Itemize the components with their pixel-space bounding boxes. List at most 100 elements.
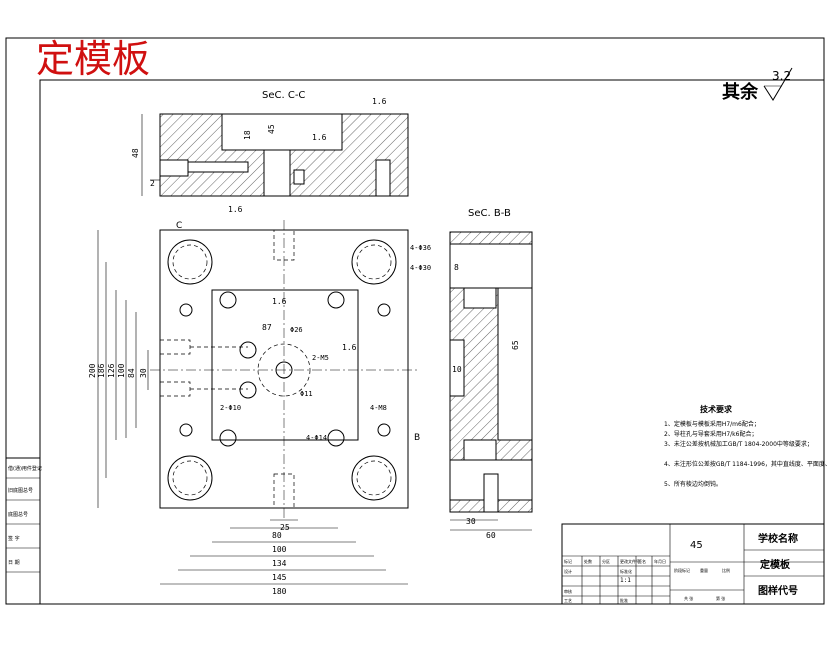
dim-25: 25 (280, 523, 290, 532)
cc-top-step (463, 287, 497, 309)
tb-label-sheet: 第 张 (716, 595, 725, 601)
bb-small-hole (293, 169, 305, 185)
dim-145: 145 (272, 573, 287, 582)
top-slot (273, 229, 295, 261)
section-mark-b: B (414, 433, 420, 443)
dim-87: 87 (262, 323, 272, 332)
screw-hole-br (327, 429, 345, 447)
hole-4phi14: 4-Φ14 (306, 434, 327, 442)
red-title: 定模板 (36, 37, 150, 81)
section-mark-c: C (176, 221, 182, 231)
rough-mark-5: 1.6 (342, 343, 357, 352)
tb-label-total: 共 张 (684, 595, 693, 601)
side-box-frame (5, 457, 41, 605)
title-block-frame (561, 523, 825, 605)
inner-frame (39, 79, 825, 605)
section-bb-label: SeC. C-C (262, 90, 305, 101)
bb-dim-2: 2 (150, 179, 155, 188)
dim-126: 126 (107, 363, 116, 378)
tb-label-scale: 比例 (722, 567, 730, 573)
tb-label-date: 年月日 (654, 558, 666, 564)
bb-sprue (263, 149, 291, 197)
cc-bottom-step (463, 439, 497, 461)
dim-100-v: 100 (117, 363, 126, 378)
side-box (5, 457, 41, 605)
tb-material: 45 (690, 540, 703, 551)
hole-2phi10: 2-Φ10 (220, 404, 241, 412)
hole-phi26: Φ26 (290, 326, 303, 334)
tech-req-4: 4、未注形位公差按GB/T 1184-1996，其中直线度、平面度、同轴度公差等… (664, 460, 830, 468)
dim-200: 200 (88, 363, 97, 378)
side-label-1: 借(通)用件登记 (8, 465, 42, 472)
guide-hole-tl (167, 239, 213, 285)
screw-hole-tl (219, 291, 237, 309)
side-channel-2 (159, 381, 191, 397)
tb-label-doc: 更改文件号 (620, 558, 640, 564)
guide-hole-br-inner (356, 460, 392, 496)
tb-label-count: 处数 (584, 558, 592, 564)
outer-frame (5, 37, 825, 605)
guide-hole-tr (351, 239, 397, 285)
side-label-5: 日 期 (8, 560, 20, 566)
tb-label-weight: 重量 (700, 567, 708, 573)
guide-hole-bl-inner (172, 460, 208, 496)
cc-dim-30: 30 (466, 517, 476, 526)
bb-dim-48: 48 (131, 148, 140, 158)
tb-label-process: 工艺 (564, 598, 572, 603)
side-channel-1 (159, 339, 191, 355)
rough-mark-4: 1.6 (272, 297, 287, 306)
screw-hole-tr (327, 291, 345, 309)
dim-30: 30 (139, 368, 148, 378)
hole-4m8: 4-M8 (370, 404, 387, 412)
section-bb (141, 113, 409, 197)
side-label-4: 签 字 (8, 535, 20, 542)
roughness-value: 3.2 (772, 69, 791, 83)
hole-phi11: Φ11 (300, 390, 313, 398)
roughness-label: 其余 (722, 81, 759, 103)
roughness-symbol (763, 67, 793, 101)
section-cc (449, 231, 533, 531)
tech-req-1: 1、定模板与模板采用H7/m6配合； (664, 420, 760, 428)
m8-hole-1 (179, 303, 193, 317)
guide-hole-bl (167, 455, 213, 501)
sprue-center (275, 361, 293, 379)
tb-label-mark: 标记 (564, 558, 572, 564)
rough-mark-3: 1.6 (228, 205, 243, 214)
m8-hole-3 (179, 423, 193, 437)
cc-dim-65: 65 (511, 340, 520, 350)
rough-mark-2: 1.6 (312, 133, 327, 142)
dim-84: 84 (127, 368, 136, 378)
guide-hole-tr-inner (356, 244, 392, 280)
cc-dim-10: 10 (452, 365, 462, 374)
tech-req-heading: 技术要求 (700, 404, 733, 414)
m8-hole-2 (377, 303, 391, 317)
tb-label-zone: 分区 (602, 558, 610, 564)
m8-hole-4 (377, 423, 391, 437)
tb-label-stage: 阶段标记 (674, 567, 690, 573)
cc-top-bore (449, 243, 533, 289)
bb-slot (159, 159, 189, 177)
bottom-slot (273, 473, 295, 509)
tech-req-2: 2、导柱孔与导套采用H7/k6配合； (664, 430, 757, 438)
hole-4phi36: 4-Φ36 (410, 244, 431, 252)
tb-label-approve: 批准 (620, 597, 628, 603)
dim-186: 186 (97, 363, 106, 378)
bb-channel (187, 161, 249, 173)
cooling-hole-1 (239, 341, 257, 359)
section-cc-label: SeC. B-B (468, 208, 511, 219)
tb-school: 学校名称 (758, 532, 798, 545)
guide-hole-br (351, 455, 397, 501)
tb-label-std: 标准化 (620, 568, 632, 574)
tb-label-design: 设计 (564, 568, 572, 574)
cc-pin (483, 473, 499, 513)
hole-4phi30: 4-Φ30 (410, 264, 431, 272)
bb-pocket (221, 113, 343, 151)
hole-2m5: 2-M5 (312, 354, 329, 362)
tech-req-5: 5、所有棱边均倒钝。 (664, 480, 722, 488)
dim-100: 100 (272, 545, 287, 554)
sprue-circle (257, 343, 311, 397)
rough-mark-1: 1.6 (372, 97, 387, 106)
cc-dim-60: 60 (486, 531, 496, 540)
